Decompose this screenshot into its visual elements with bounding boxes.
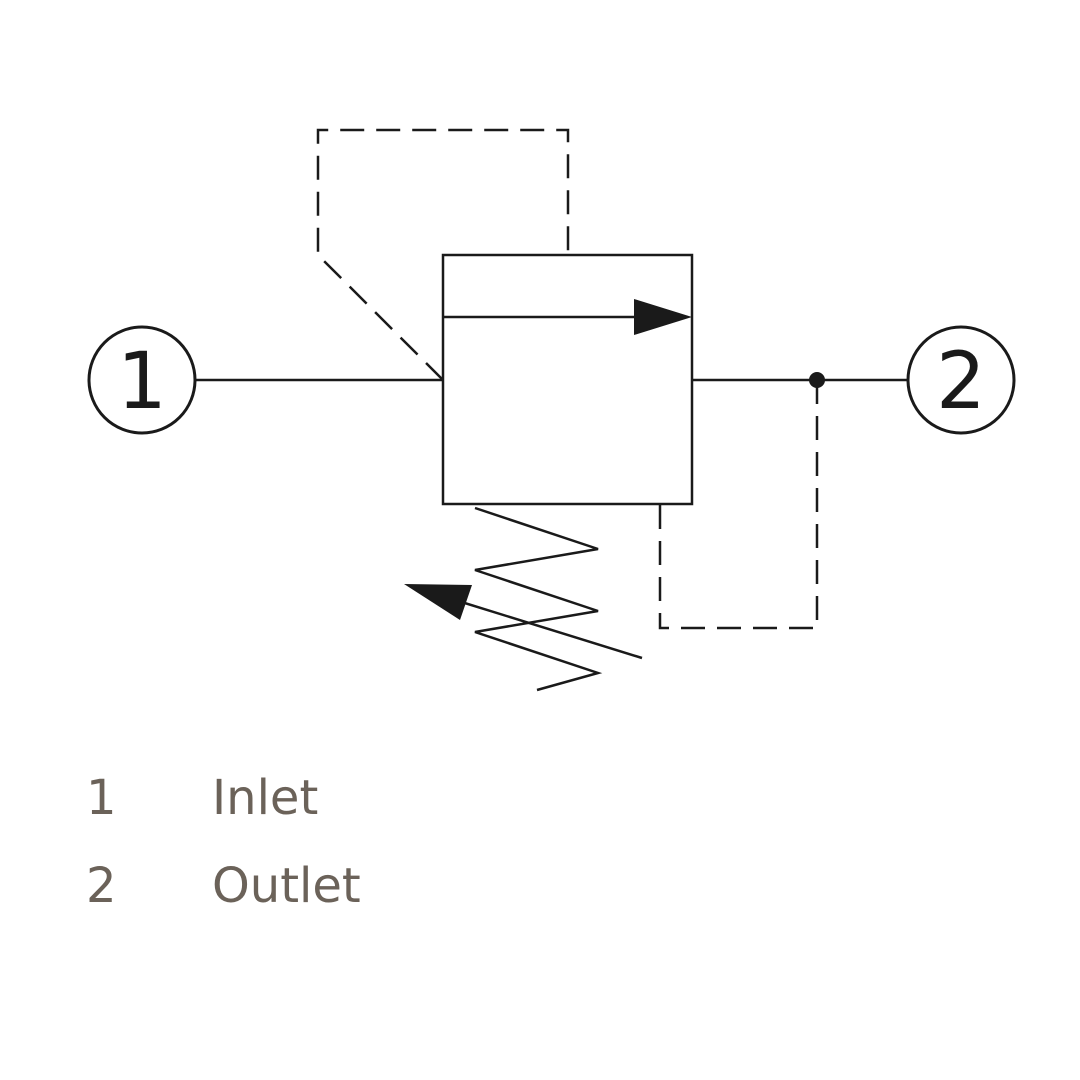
adjust-arrowhead [404, 584, 472, 620]
legend-row-inlet: 1 Inlet [86, 770, 361, 858]
legend-label: Inlet [212, 770, 319, 826]
adjust-arrow-line [454, 598, 643, 660]
upper-pilot-line [316, 128, 570, 381]
port-2-number: 2 [936, 337, 986, 427]
legend-number: 1 [86, 770, 117, 826]
lower-pilot-line [658, 380, 819, 630]
legend-label: Outlet [212, 858, 361, 914]
legend-number: 2 [86, 858, 117, 914]
port-1-marker: 1 [87, 325, 197, 435]
flow-arrowhead [634, 299, 692, 335]
port-2-marker: 2 [906, 325, 1016, 435]
valve-body [441, 253, 694, 506]
spring-icon [474, 506, 603, 692]
port-legend: 1 Inlet 2 Outlet [86, 770, 361, 946]
legend-row-outlet: 2 Outlet [86, 858, 361, 946]
port-1-number: 1 [117, 337, 167, 427]
